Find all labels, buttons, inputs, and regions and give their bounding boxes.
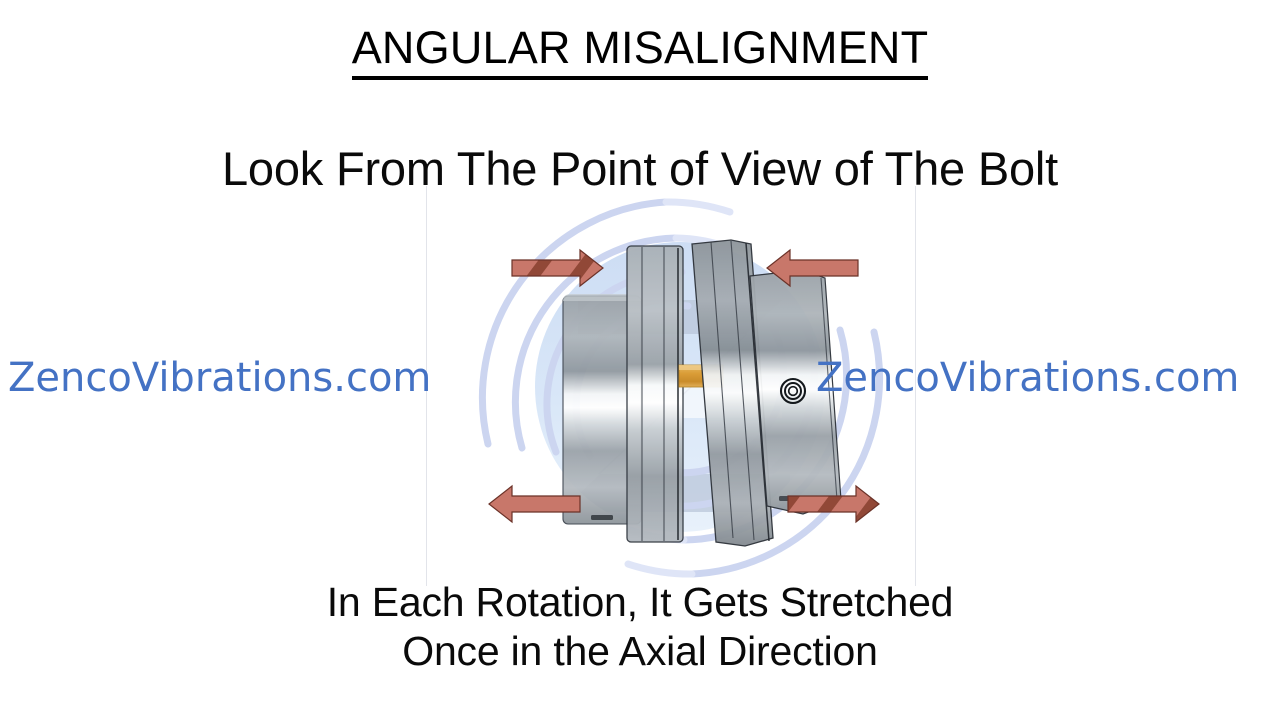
left-hub-barrel xyxy=(562,294,642,525)
caption-block: In Each Rotation, It Gets Stretched Once… xyxy=(0,578,1280,676)
subtitle-text: Look From The Point of View of The Bolt xyxy=(221,142,1059,195)
arrow-top-left xyxy=(511,248,604,288)
coupling-illustration xyxy=(562,239,842,547)
watermark-url-right[interactable]: ZencoVibrations.com xyxy=(816,355,1240,401)
left-flange-disk xyxy=(626,245,684,543)
guide-line-right xyxy=(915,186,916,586)
guide-line-left xyxy=(426,186,427,586)
arrow-top-right xyxy=(766,248,859,288)
page-title-text: ANGULAR MISALIGNMENT xyxy=(351,22,929,80)
left-hub-keyway xyxy=(591,515,613,520)
force-arrow-group xyxy=(488,248,880,524)
arrow-bottom-right xyxy=(787,484,880,524)
caption-line-1: In Each Rotation, It Gets Stretched xyxy=(326,579,954,625)
caption-line-2: Once in the Axial Direction xyxy=(402,628,878,674)
page-title: ANGULAR MISALIGNMENT xyxy=(0,22,1280,80)
hex-socket-screw-head xyxy=(779,377,807,405)
arrow-bottom-left xyxy=(488,484,581,524)
watermark-url-left[interactable]: ZencoVibrations.com xyxy=(8,355,432,401)
